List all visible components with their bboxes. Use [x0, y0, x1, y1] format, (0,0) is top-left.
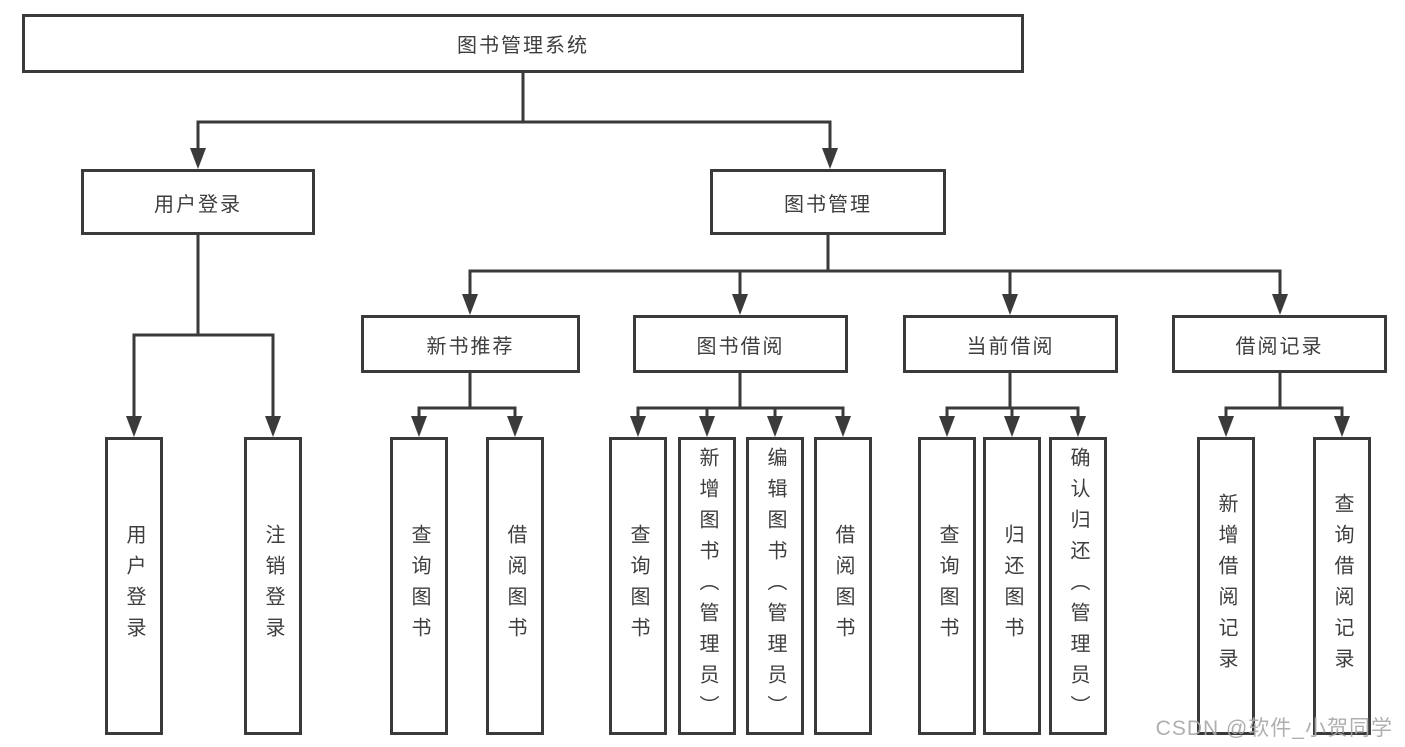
leaf-borrow-books-2: 借阅图书: [814, 437, 872, 735]
leaf-confirm-return-admin: 确认归还（管理员）: [1049, 437, 1107, 735]
node-label: 查询图书: [627, 524, 649, 648]
leaf-query-borrow-record: 查询借阅记录: [1313, 437, 1371, 735]
leaf-add-book-admin: 新增图书（管理员）: [678, 437, 736, 735]
node-book-management: 图书管理: [710, 169, 946, 235]
node-label: 注销登录: [262, 524, 284, 648]
leaf-user-login: 用户登录: [105, 437, 163, 735]
node-label: 用户登录: [154, 193, 242, 216]
node-label: 查询借阅记录: [1331, 493, 1353, 679]
leaf-query-books-2: 查询图书: [609, 437, 667, 735]
node-label: 新书推荐: [426, 335, 515, 358]
leaf-edit-book-admin: 编辑图书（管理员）: [746, 437, 804, 735]
leaf-query-books-1: 查询图书: [390, 437, 448, 735]
node-label: 借阅记录: [1235, 335, 1324, 358]
node-label: 归还图书: [1001, 524, 1023, 648]
node-label: 借阅图书: [832, 524, 854, 648]
node-label: 确认归还（管理员）: [1067, 446, 1089, 726]
node-label: 图书借阅: [696, 335, 785, 358]
node-label: 新增图书（管理员）: [696, 446, 718, 726]
node-label: 查询图书: [408, 524, 430, 648]
node-label: 用户登录: [123, 524, 145, 648]
leaf-return-books: 归还图书: [983, 437, 1041, 735]
leaf-borrow-books-1: 借阅图书: [486, 437, 544, 735]
node-library-system: 图书管理系统: [22, 14, 1024, 73]
node-new-book-recommend: 新书推荐: [361, 315, 580, 373]
node-label: 当前借阅: [966, 335, 1055, 358]
node-label: 查询图书: [936, 524, 958, 648]
csdn-watermark: CSDN @软件_小贺同学: [1155, 717, 1393, 740]
node-label: 图书管理系统: [457, 35, 589, 57]
leaf-query-books-3: 查询图书: [918, 437, 976, 735]
node-user-login: 用户登录: [81, 169, 315, 235]
leaf-logout: 注销登录: [244, 437, 302, 735]
node-borrowing-records: 借阅记录: [1172, 315, 1387, 373]
node-label: 借阅图书: [504, 524, 526, 648]
node-book-borrowing: 图书借阅: [633, 315, 848, 373]
node-label: 编辑图书（管理员）: [764, 446, 786, 726]
node-label: 图书管理: [784, 193, 872, 216]
leaf-add-borrow-record: 新增借阅记录: [1197, 437, 1255, 735]
node-current-borrowing: 当前借阅: [903, 315, 1118, 373]
node-label: 新增借阅记录: [1215, 493, 1237, 679]
